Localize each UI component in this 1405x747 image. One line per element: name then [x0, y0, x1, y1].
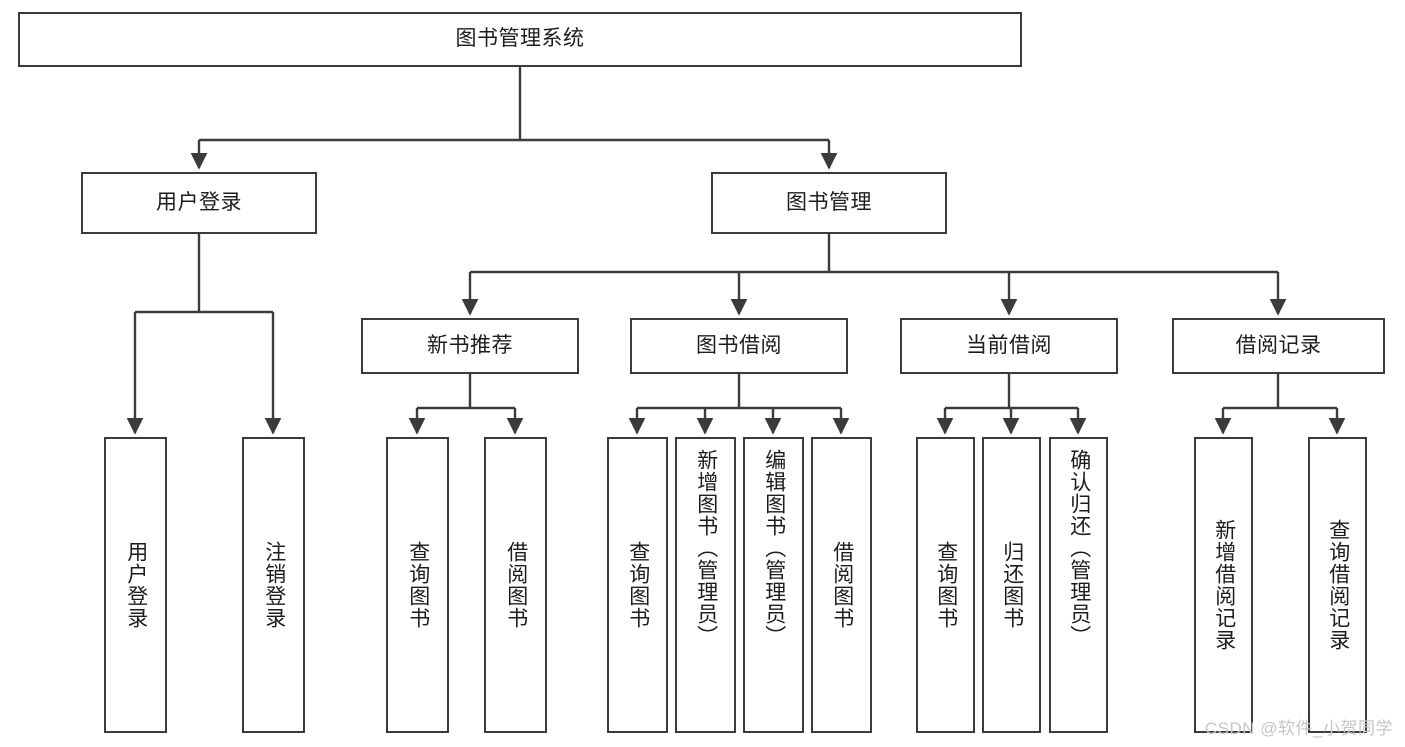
- node-leaf-add-record-label: 新增借阅记录: [1212, 519, 1236, 651]
- node-book-manage-label: 图书管理: [786, 190, 872, 214]
- node-leaf-query-book-3-label: 查询图书: [934, 541, 958, 629]
- node-leaf-edit-book[interactable]: 编辑图书（管理员）: [743, 437, 804, 733]
- node-borrow-record-label: 借阅记录: [1235, 333, 1322, 357]
- node-user-login-label: 用户登录: [156, 190, 242, 214]
- node-leaf-confirm-return[interactable]: 确认归还（管理员）: [1049, 437, 1108, 733]
- node-leaf-add-record[interactable]: 新增借阅记录: [1194, 437, 1253, 733]
- node-user-login[interactable]: 用户登录: [81, 172, 317, 234]
- node-leaf-logout-label: 注销登录: [262, 541, 286, 629]
- node-book-borrow-label: 图书借阅: [696, 333, 782, 357]
- watermark: CSDN @软件_小贺同学: [1204, 719, 1393, 738]
- node-leaf-return-book[interactable]: 归还图书: [982, 437, 1041, 733]
- node-leaf-query-record[interactable]: 查询借阅记录: [1308, 437, 1367, 733]
- node-current-borrow-label: 当前借阅: [966, 333, 1052, 357]
- node-leaf-borrow-book-1-label: 借阅图书: [504, 541, 528, 629]
- node-leaf-query-book-3[interactable]: 查询图书: [916, 437, 975, 733]
- node-leaf-borrow-book-2-label: 借阅图书: [830, 541, 854, 629]
- node-leaf-query-book-2-label: 查询图书: [626, 541, 650, 629]
- node-book-manage[interactable]: 图书管理: [711, 172, 947, 234]
- node-root[interactable]: 图书管理系统: [18, 12, 1022, 67]
- node-leaf-borrow-book-2[interactable]: 借阅图书: [811, 437, 872, 733]
- node-leaf-query-book-1-label: 查询图书: [406, 541, 430, 629]
- node-leaf-user-login-label: 用户登录: [124, 541, 148, 629]
- node-leaf-add-book[interactable]: 新增图书（管理员）: [675, 437, 736, 733]
- node-current-borrow[interactable]: 当前借阅: [900, 318, 1118, 374]
- node-leaf-edit-book-label: 编辑图书（管理员）: [762, 449, 786, 647]
- node-root-label: 图书管理系统: [455, 27, 585, 51]
- node-borrow-record[interactable]: 借阅记录: [1172, 318, 1385, 374]
- node-leaf-confirm-return-label: 确认归还（管理员）: [1067, 449, 1091, 647]
- node-leaf-add-book-label: 新增图书（管理员）: [694, 449, 718, 647]
- node-leaf-query-record-label: 查询借阅记录: [1326, 519, 1350, 651]
- node-new-book-recommend-label: 新书推荐: [427, 333, 513, 357]
- node-leaf-logout[interactable]: 注销登录: [242, 437, 305, 733]
- node-leaf-borrow-book-1[interactable]: 借阅图书: [484, 437, 547, 733]
- node-leaf-query-book-1[interactable]: 查询图书: [386, 437, 449, 733]
- node-leaf-return-book-label: 归还图书: [1000, 541, 1024, 629]
- node-leaf-query-book-2[interactable]: 查询图书: [607, 437, 668, 733]
- node-new-book-recommend[interactable]: 新书推荐: [361, 318, 579, 374]
- node-leaf-user-login[interactable]: 用户登录: [104, 437, 167, 733]
- node-book-borrow[interactable]: 图书借阅: [630, 318, 848, 374]
